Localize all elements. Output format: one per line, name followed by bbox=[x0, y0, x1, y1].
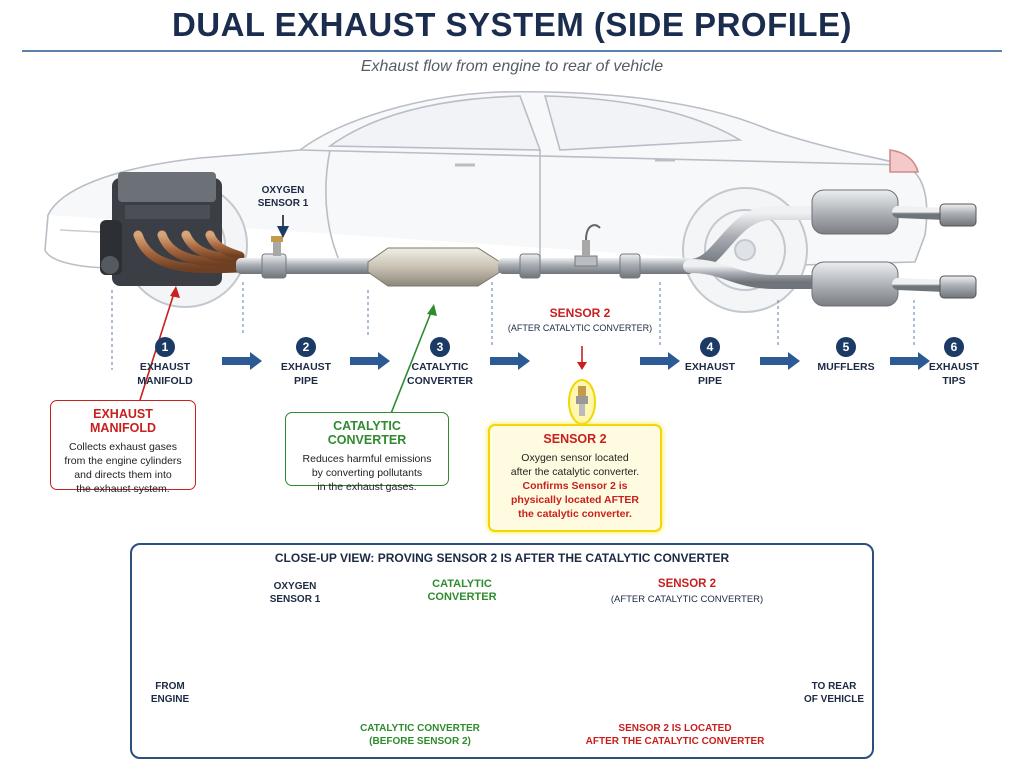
step-3-label: CATALYTIC CONVERTER bbox=[407, 361, 473, 387]
sensor-2-sublabel: (AFTER CATALYTIC CONVERTER) bbox=[507, 323, 653, 333]
callout-emphasis: Confirms Sensor 2 is physically located … bbox=[511, 480, 639, 520]
page-title: DUAL EXHAUST SYSTEM (SIDE PROFILE) bbox=[171, 6, 853, 43]
before-sensor-2-label: CATALYTIC CONVERTER (BEFORE SENSOR 2) bbox=[360, 723, 480, 747]
sensor-2-callout: SENSOR 2 Oxygen sensor located after the… bbox=[488, 424, 662, 532]
title-divider bbox=[22, 50, 1002, 52]
step-1-badge: 1 bbox=[155, 337, 175, 357]
closeup-sensor-2-label: SENSOR 2 bbox=[657, 578, 717, 590]
closeup-sensor-2-sublabel: (AFTER CATALYTIC CONVERTER) bbox=[610, 594, 764, 605]
flow-arrows bbox=[222, 352, 930, 370]
step-1-label: EXHAUST MANIFOLD bbox=[137, 361, 193, 387]
step-5-label: MUFFLERS bbox=[817, 361, 875, 373]
step-2-badge: 2 bbox=[296, 337, 316, 357]
exhaust-manifold-callout: EXHAUST MANIFOLD Collects exhaust gases … bbox=[50, 400, 196, 495]
oxygen-sensor-1-label: OXYGEN SENSOR 1 bbox=[257, 185, 309, 209]
exhaust-tip-upper bbox=[939, 203, 977, 227]
muffler-upper bbox=[811, 189, 899, 235]
guide-lines bbox=[111, 282, 915, 370]
step-6-label: EXHAUST TIPS bbox=[928, 361, 980, 387]
sensor-2-label: SENSOR 2 bbox=[549, 306, 611, 320]
callout-title: EXHAUST MANIFOLD bbox=[90, 407, 156, 435]
step-6-badge: 6 bbox=[944, 337, 964, 357]
catalytic-converter-callout: CATALYTIC CONVERTER Reduces harmful emis… bbox=[285, 412, 449, 493]
to-rear-label: TO REAR OF VEHICLE bbox=[803, 681, 864, 705]
closeup-title: CLOSE-UP VIEW: PROVING SENSOR 2 IS AFTER… bbox=[274, 551, 730, 565]
step-2-label: EXHAUST PIPE bbox=[280, 361, 332, 387]
step-3-badge: 3 bbox=[430, 337, 450, 357]
callout-title: SENSOR 2 bbox=[543, 432, 607, 446]
closeup-oxygen-sensor-1-label: OXYGEN SENSOR 1 bbox=[269, 581, 321, 605]
exhaust-pipe bbox=[236, 258, 376, 274]
muffler-lower bbox=[811, 261, 899, 307]
callout-text: Oxygen sensor located after the catalyti… bbox=[510, 452, 640, 478]
step-5-badge: 5 bbox=[836, 337, 856, 357]
oxygen-sensor-1 bbox=[271, 236, 283, 256]
step-4-badge: 4 bbox=[700, 337, 720, 357]
catalytic-converter bbox=[367, 247, 501, 287]
exhaust-manifold bbox=[133, 230, 245, 274]
oxygen-sensor-2 bbox=[574, 224, 601, 267]
from-engine-label: FROM ENGINE bbox=[150, 681, 190, 705]
callout-title: CATALYTIC CONVERTER bbox=[327, 419, 407, 447]
page-subtitle: Exhaust flow from engine to rear of vehi… bbox=[360, 58, 664, 75]
closeup-catalytic-label: CATALYTIC CONVERTER bbox=[427, 578, 497, 603]
after-catalytic-label: SENSOR 2 IS LOCATED AFTER THE CATALYTIC … bbox=[585, 723, 765, 747]
callout-text: Reduces harmful emissions by converting … bbox=[302, 453, 432, 493]
dual-pipes bbox=[683, 206, 827, 289]
exhaust-tip-lower bbox=[939, 275, 977, 299]
closeup-panel bbox=[130, 543, 874, 759]
step-4-label: EXHAUST PIPE bbox=[684, 361, 736, 387]
callout-text: Collects exhaust gases from the engine c… bbox=[64, 441, 182, 495]
